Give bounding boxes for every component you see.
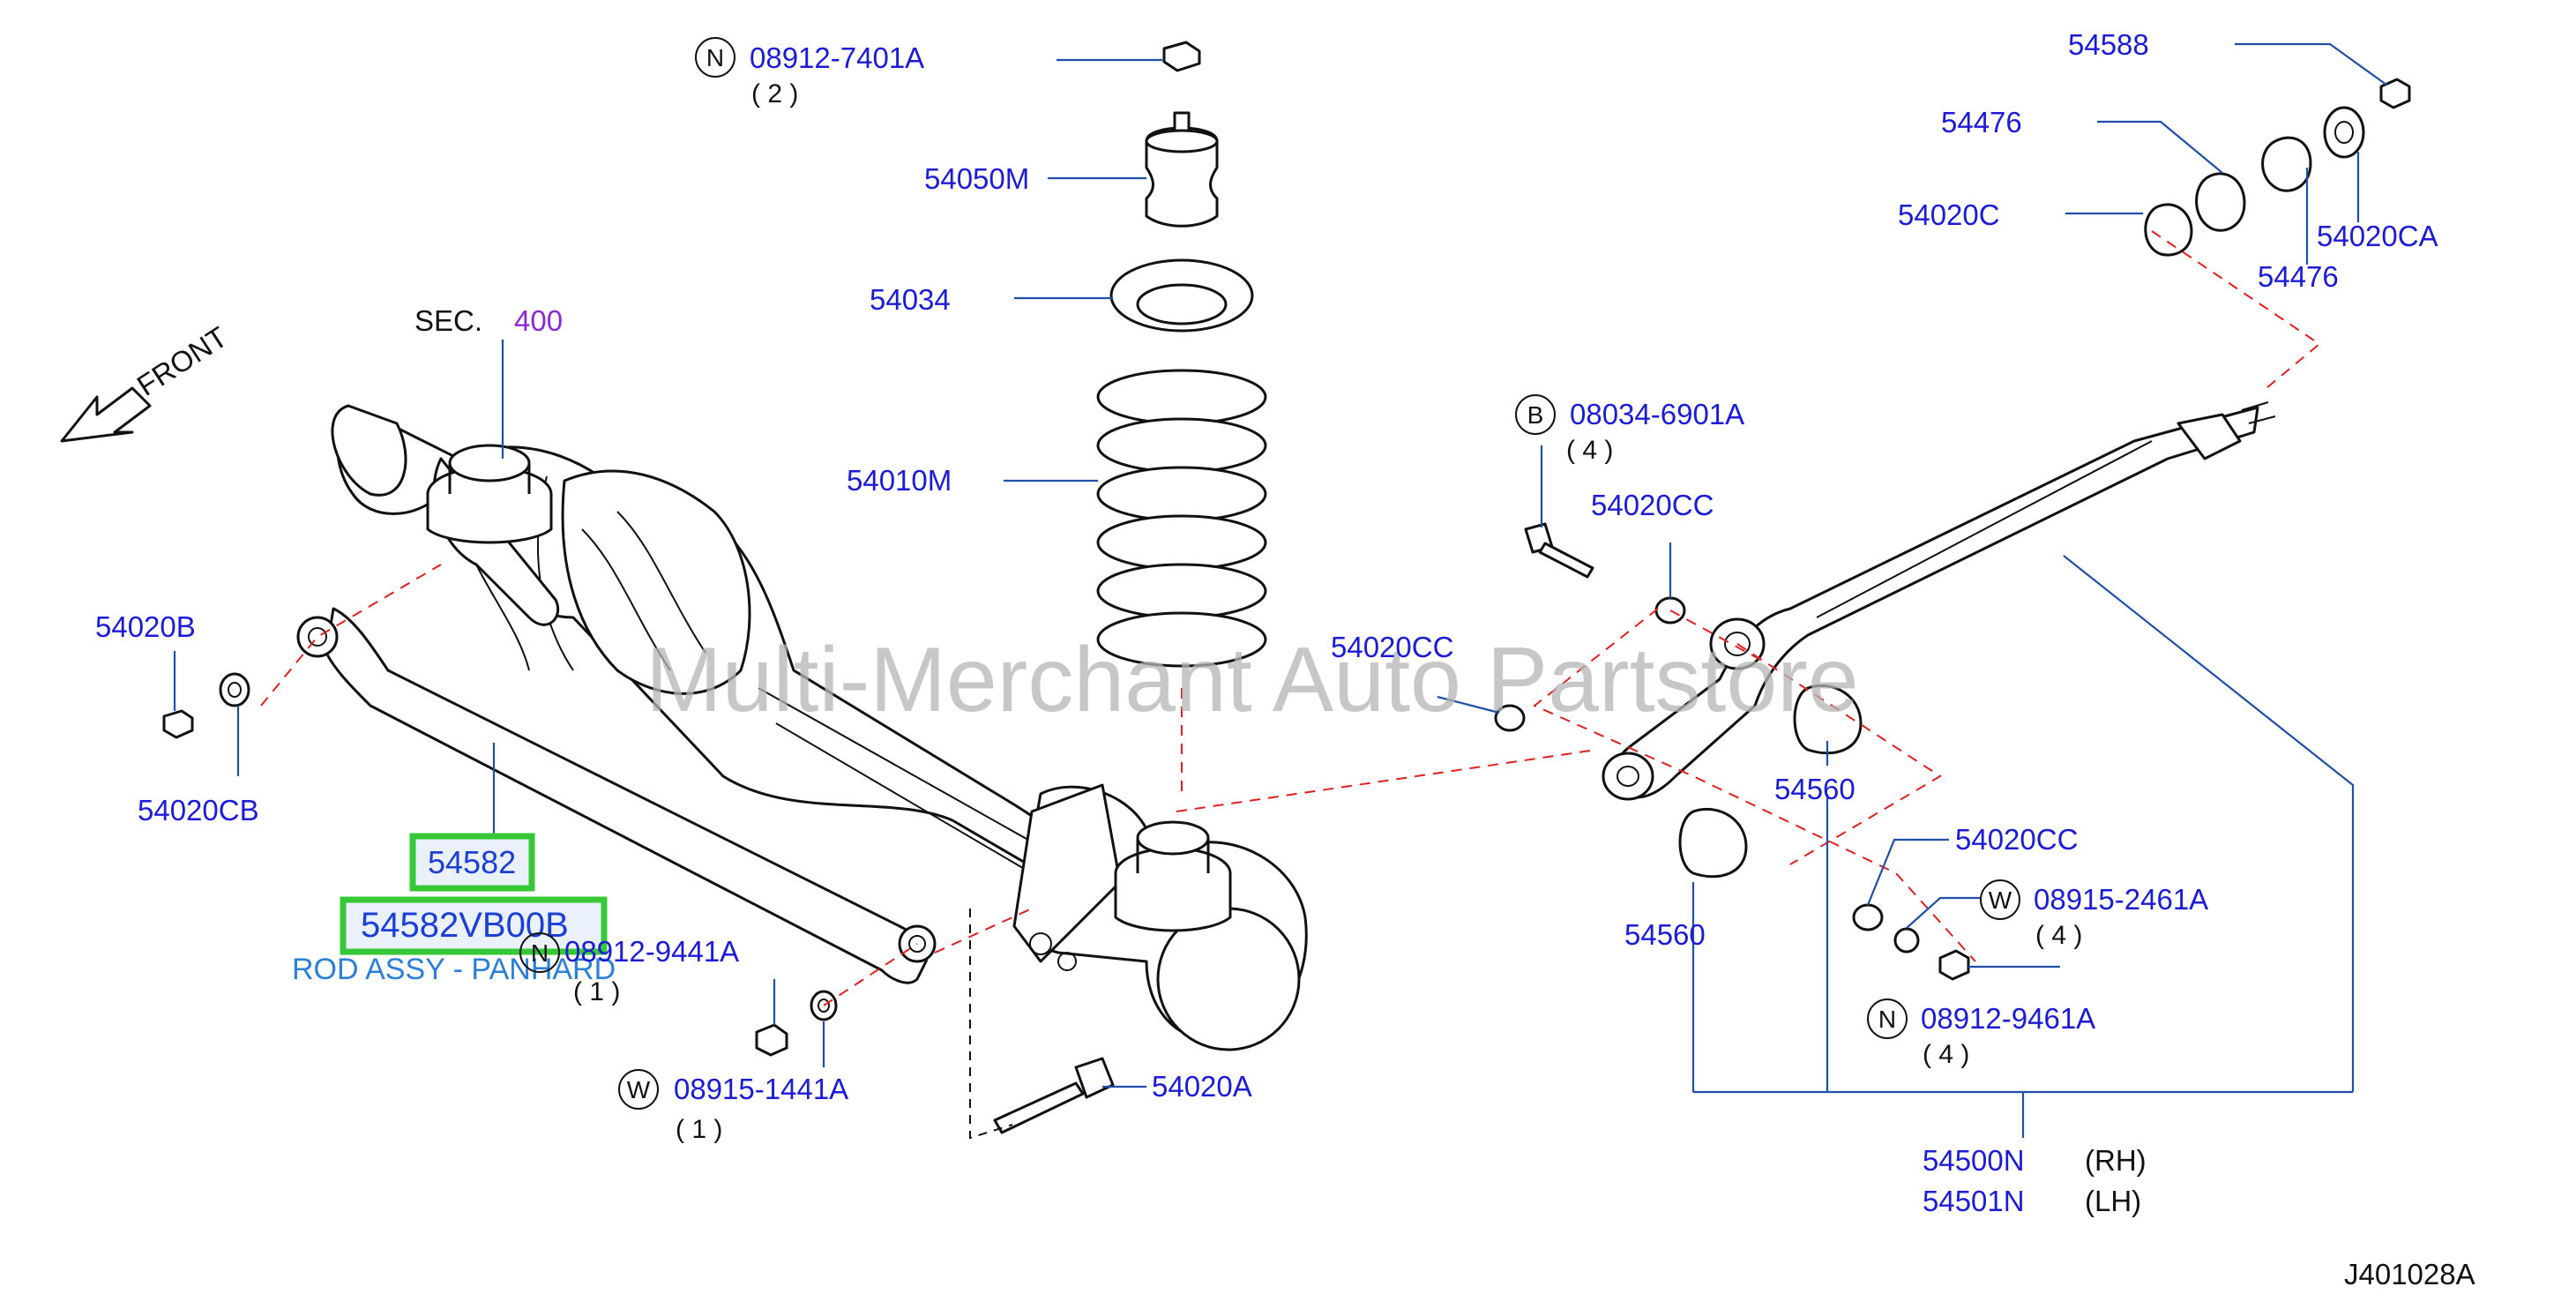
callout-code: W [1989,886,2012,914]
part-number-54010M[interactable]: 54010M [847,464,952,497]
panhard-rod-drawing [296,607,937,984]
part-number-54020B[interactable]: 54020B [95,610,196,643]
front-label: FRONT [131,320,233,402]
part-number-54560[interactable]: 54560 [1774,773,1855,805]
control-arm-drawing [1602,401,2276,801]
callout-code: W [627,1076,651,1103]
highlight-box-catalog-number[interactable] [340,896,608,955]
highlight-box-part-number[interactable] [409,833,535,892]
part-number-label[interactable]: 08915-1441A [674,1073,848,1105]
callout-08915-1441A[interactable]: W 08915-1441A ( 1 ) [618,1069,848,1144]
part-number-54020CB[interactable]: 54020CB [138,794,259,827]
part-number-54476[interactable]: 54476 [1941,106,2022,138]
highlighted-part[interactable]: 54582 54582VB00B ROD ASSY - PANHARD [292,833,616,986]
assembly-callout[interactable]: 54500N (RH) 54501N (LH) [1923,1144,2147,1217]
assembly-rh-side: (RH) [2085,1144,2147,1177]
section-ref-prefix: SEC. [414,304,482,337]
callout-code: B [1527,401,1544,429]
callout-08912-9441A[interactable]: N 08912-9441A ( 1 ) [519,932,739,1006]
part-number-label[interactable]: 08912-9461A [1921,1002,2095,1035]
assembly-lh-number[interactable]: 54501N [1923,1185,2025,1217]
front-arrow-icon: FRONT [60,320,233,443]
part-number-54020C[interactable]: 54020C [1898,198,2000,231]
callout-08912-9461A[interactable]: N 08912-9461A ( 4 ) [1867,999,2095,1069]
assembly-rh-number[interactable]: 54500N [1923,1144,2025,1177]
assembly-dashed-lines [260,230,2321,1140]
callout-code: N [706,44,724,71]
watermark-text: Multi-Merchant Auto Partstore [646,629,1859,731]
part-description: ROD ASSY - PANHARD [292,953,616,986]
part-number-label[interactable]: 08915-2461A [2034,883,2208,916]
callout-code: N [1878,1006,1896,1033]
callout-08912-7401A[interactable]: N 08912-7401A ( 2 ) [695,37,924,108]
part-number-54034[interactable]: 54034 [870,283,951,316]
part-number-label[interactable]: 08034-6901A [1570,398,1744,430]
part-number-54020CC[interactable]: 54020CC [1591,489,1714,521]
callout-code: N [531,939,549,967]
part-number-54476[interactable]: 54476 [2258,260,2339,293]
quantity-label: ( 4 ) [2035,921,2082,950]
quantity-label: ( 2 ) [751,79,798,108]
hardware-drawings [162,41,2411,1134]
assembly-lh-side: (LH) [2085,1185,2141,1217]
highlight-part-number[interactable]: 54582 [428,844,516,880]
part-number-label[interactable]: 08912-9441A [564,935,739,968]
callout-08915-2461A[interactable]: W 08915-2461A ( 4 ) [1980,879,2208,950]
part-number-54020CC[interactable]: 54020CC [1955,823,2078,856]
axle-assembly-drawing [331,404,1308,1051]
part-number-54560[interactable]: 54560 [1624,918,1706,951]
quantity-label: ( 1 ) [676,1115,722,1144]
part-number-label[interactable]: 08912-7401A [750,41,924,74]
callout-08034-6901A[interactable]: B 08034-6901A ( 4 ) [1515,394,1744,465]
part-number-54050M[interactable]: 54050M [924,162,1029,195]
leader-lines [173,42,2387,1138]
quantity-label: ( 4 ) [1923,1040,1969,1069]
highlight-catalog-number[interactable]: 54582VB00B [361,906,569,945]
part-number-54588[interactable]: 54588 [2068,28,2149,61]
part-number-54020CA[interactable]: 54020CA [2317,220,2438,252]
part-number-54020CC[interactable]: 54020CC [1331,631,1453,663]
quantity-label: ( 4 ) [1566,436,1613,465]
section-ref-number[interactable]: 400 [514,304,563,337]
part-number-54020A[interactable]: 54020A [1152,1070,1252,1103]
quantity-label: ( 1 ) [573,977,620,1006]
diagram-id: J401028A [2344,1258,2475,1290]
